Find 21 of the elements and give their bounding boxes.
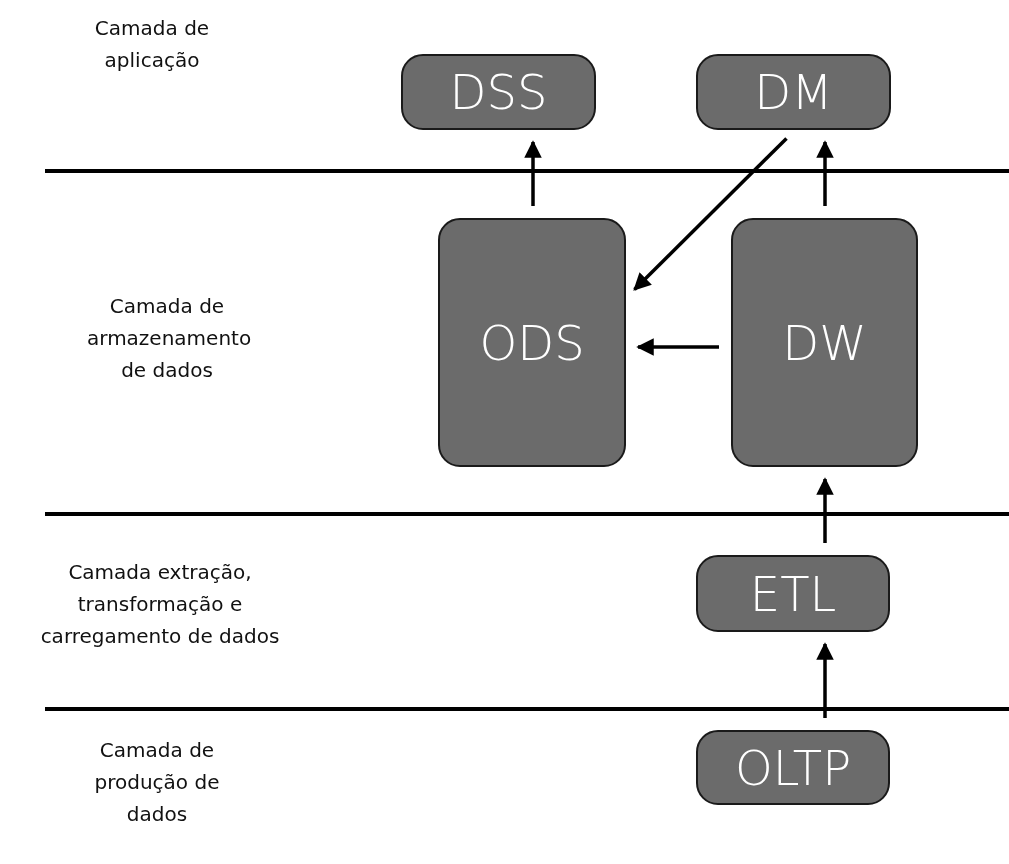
box-label: OLTP — [734, 739, 852, 796]
process-box — [731, 218, 918, 467]
arrow — [816, 642, 834, 718]
arrow — [633, 137, 788, 291]
arrow — [524, 140, 542, 206]
process-box — [401, 54, 596, 130]
layer-label: Camada de produção de dados — [93, 737, 221, 828]
process-box — [696, 54, 891, 130]
arrow — [816, 477, 834, 543]
box-label: ODS — [479, 314, 585, 371]
box-label: DSS — [449, 64, 548, 120]
box-label: DM — [754, 64, 833, 120]
arrow — [816, 140, 834, 206]
process-box — [696, 730, 890, 805]
process-box — [438, 218, 626, 467]
box-label: DW — [782, 314, 867, 371]
box-label: ETL — [749, 565, 837, 622]
layer-label: Camada de aplicação — [93, 15, 211, 74]
process-box — [696, 555, 890, 632]
layer-label: Camada extração, transformação e carregamento de dados — [40, 559, 280, 650]
arrow — [636, 338, 719, 356]
